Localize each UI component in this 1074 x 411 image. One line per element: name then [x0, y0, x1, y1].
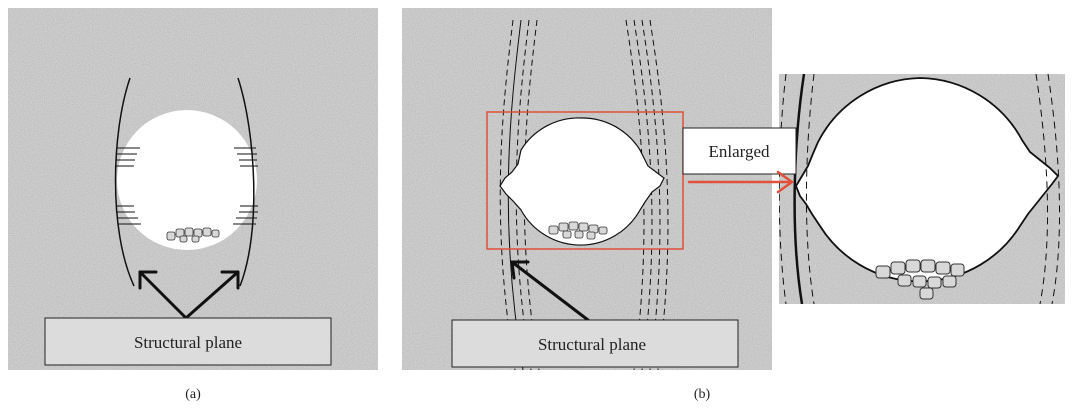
panel-a: Structural plane: [8, 8, 378, 370]
callout-text-b: Structural plane: [538, 335, 646, 354]
caption-b: (b): [694, 387, 711, 402]
callout-text-a: Structural plane: [134, 333, 242, 352]
enlarged-label-text: Enlarged: [708, 142, 770, 161]
enlarged-view: [779, 74, 1065, 304]
caption-a: (a): [185, 387, 201, 402]
panel-b: Structural plane: [402, 8, 772, 370]
